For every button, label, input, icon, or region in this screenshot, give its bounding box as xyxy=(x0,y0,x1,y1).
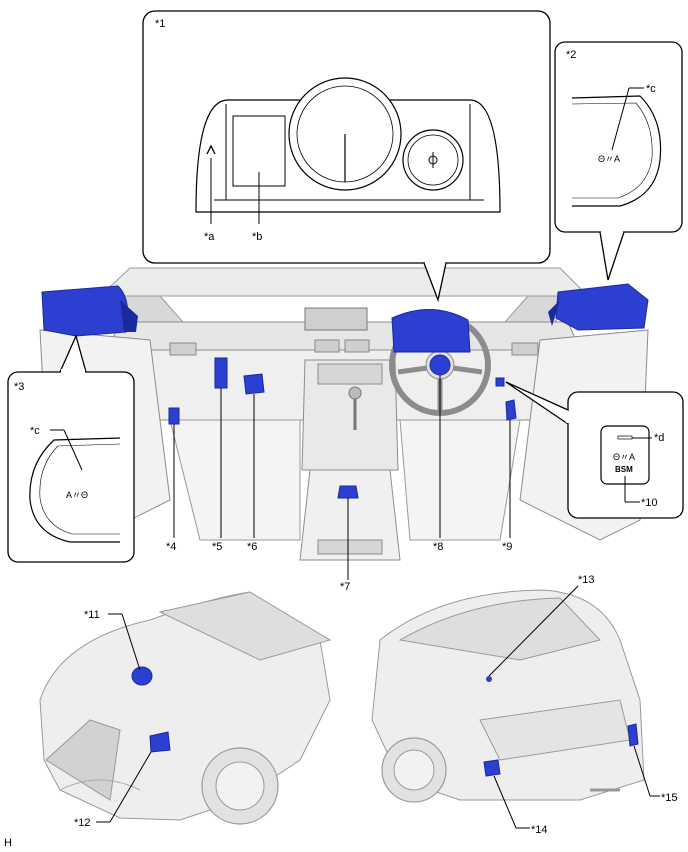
label-3: *3 xyxy=(14,381,24,393)
label-7: *7 xyxy=(340,581,350,593)
label-13: *13 xyxy=(578,574,595,586)
callout-box-1 xyxy=(142,10,551,303)
rear-car-illustration xyxy=(371,585,660,829)
label-11: *11 xyxy=(84,609,100,621)
label-a: *a xyxy=(204,231,215,243)
highlighted-components xyxy=(41,283,649,499)
label-12: *12 xyxy=(74,817,91,829)
bsm-indicator-glyph-right: Θ〃A xyxy=(598,154,620,164)
bsm-switch-glyph: Θ〃A xyxy=(613,452,635,462)
label-15: *15 xyxy=(661,792,678,804)
label-1: *1 xyxy=(155,18,165,30)
label-d: *d xyxy=(654,432,664,444)
interior-leaders xyxy=(173,375,511,580)
footer-code: H xyxy=(4,837,12,849)
callout-box-2 xyxy=(554,41,683,281)
label-6: *6 xyxy=(247,541,257,553)
label-9: *9 xyxy=(502,541,512,553)
callout-labels: *1 *2 *3 *4 *5 *6 *7 *8 *9 *10 *11 *12 *… xyxy=(14,18,678,836)
label-b: *b xyxy=(252,231,262,243)
callout-box-3 xyxy=(7,334,135,563)
label-10: *10 xyxy=(641,497,658,509)
callout-box-bsm xyxy=(505,381,684,519)
label-c-left: *c xyxy=(30,425,40,437)
indicator-glyphs: Θ〃A A〃Θ Θ〃A BSM xyxy=(66,154,635,500)
label-c-right: *c xyxy=(646,83,656,95)
label-8: *8 xyxy=(433,541,443,553)
front-car-illustration xyxy=(39,591,332,825)
bsm-indicator-glyph-left: A〃Θ xyxy=(66,490,88,500)
label-2: *2 xyxy=(566,49,576,61)
bsm-switch-text: BSM xyxy=(615,465,633,474)
label-5: *5 xyxy=(212,541,222,553)
label-4: *4 xyxy=(166,541,176,553)
label-14: *14 xyxy=(531,824,548,836)
